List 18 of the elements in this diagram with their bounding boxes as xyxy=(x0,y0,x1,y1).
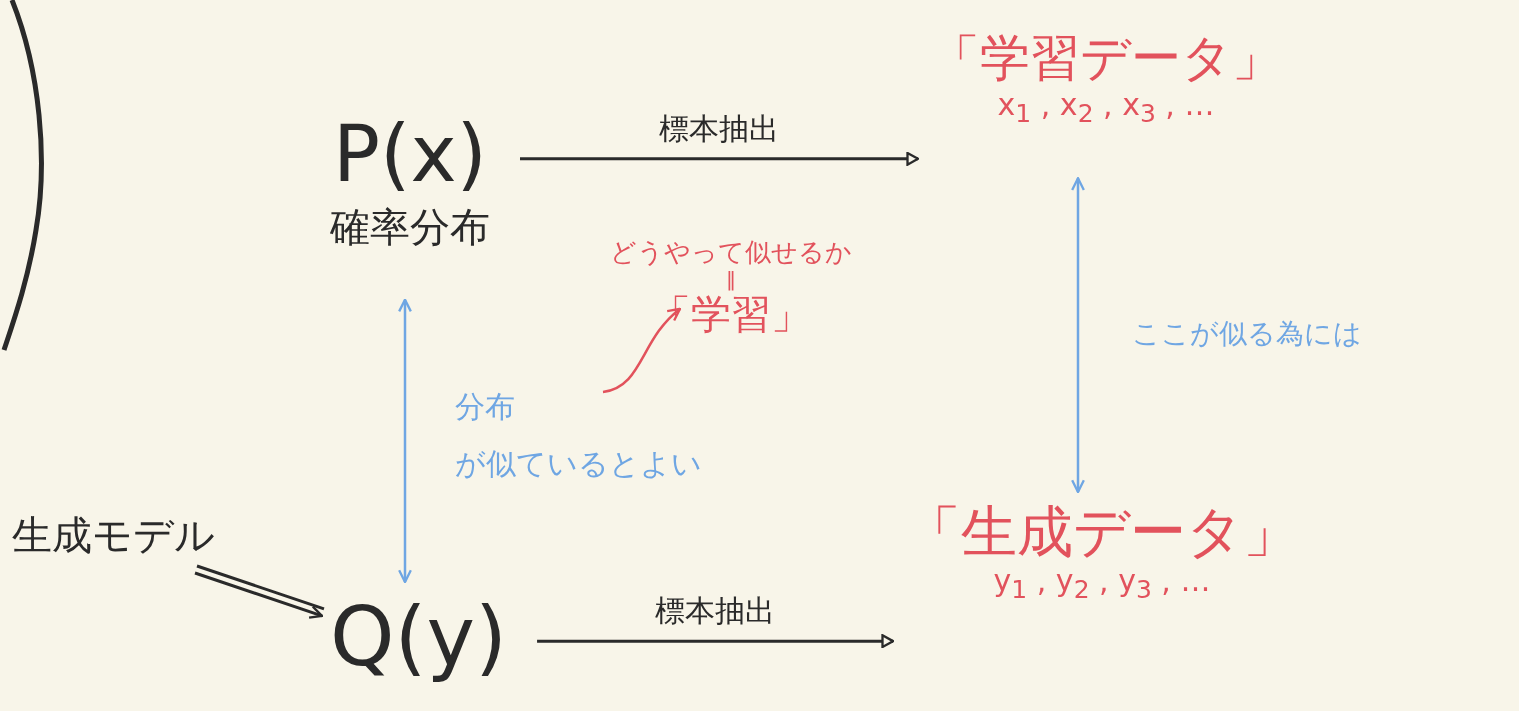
arrow xyxy=(398,298,412,584)
note-text: どうやって似せるか xyxy=(610,238,852,268)
model-text: 生成モデル xyxy=(12,512,215,558)
formula-text: Q(y) xyxy=(330,590,508,685)
note-text: が似ているとよい xyxy=(455,446,702,481)
arrow xyxy=(193,564,326,619)
leader-line xyxy=(602,307,682,394)
heading-text: 「生成データ」 xyxy=(905,500,1299,565)
equals-mark: ‖ xyxy=(725,267,737,291)
formula-text: P(x) xyxy=(331,110,489,200)
arrow xyxy=(520,151,920,166)
note-text: 分布 xyxy=(455,390,516,425)
sample-list: y$_{1}$ , y$_{2}$ , y$_{3}$ , … xyxy=(905,564,1299,606)
sample-list: x$_{1}$ , x$_{2}$ , x$_{3}$ , … xyxy=(930,87,1282,129)
heading-text: 「学習データ」 xyxy=(930,30,1282,88)
arrow xyxy=(537,634,895,649)
arrow xyxy=(1071,177,1085,494)
caption-text: 確率分布 xyxy=(330,203,490,250)
